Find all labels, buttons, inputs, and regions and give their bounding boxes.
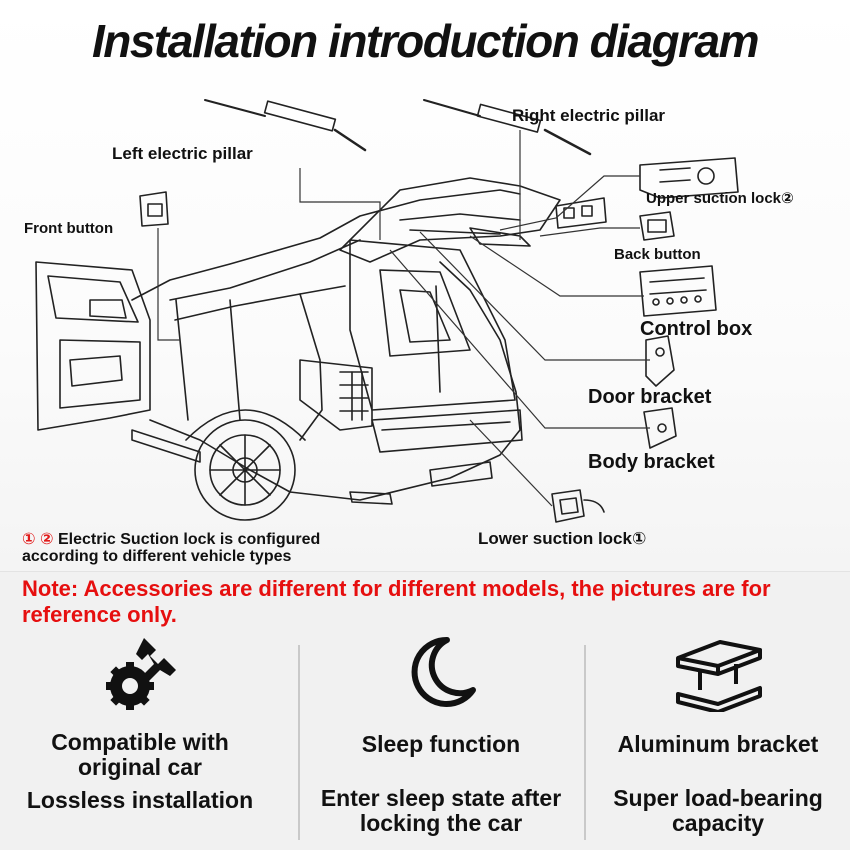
- control-box-part: [639, 265, 717, 317]
- moon-icon: [411, 636, 476, 707]
- config-note-line1: Electric Suction lock is configured: [58, 531, 321, 548]
- feature-compatible: Compatible with original car Lossless in…: [20, 632, 260, 842]
- door-bracket-part: [645, 335, 675, 387]
- feature-aluminum: Aluminum bracket Super load-bearing capa…: [590, 632, 846, 842]
- right-pillar-part: [423, 99, 592, 156]
- feature-compatible-title: Compatible with original car: [51, 729, 229, 780]
- left-pillar-part: [204, 99, 367, 152]
- reference-note: Note: Accessories are different for diff…: [22, 576, 771, 627]
- feature-sleep-desc: Enter sleep state after locking the car: [320, 785, 562, 836]
- feature-sleep: Sleep function Enter sleep state after l…: [310, 632, 572, 842]
- label-body-bracket: Body bracket: [588, 451, 715, 473]
- tailgate-drawing: [339, 177, 561, 263]
- label-control-box: Control box: [640, 318, 753, 340]
- upper-suction-lock-part: [639, 157, 739, 199]
- page-title: Installation introduction diagram: [91, 15, 760, 67]
- label-right-pillar: Right electric pillar: [512, 106, 666, 125]
- feature-divider: [584, 645, 586, 840]
- body-bracket-part: [643, 407, 677, 449]
- feature-aluminum-desc: Super load-bearing capacity: [613, 785, 823, 836]
- feature-sleep-title: Sleep function: [361, 731, 521, 757]
- suv-tailgate-diagram: [35, 99, 739, 523]
- open-door-drawing: [35, 261, 151, 431]
- lower-suction-lock-part: [551, 489, 605, 523]
- diagram-panel: [0, 0, 850, 572]
- config-note-marks: ① ②: [22, 531, 54, 548]
- label-left-pillar: Left electric pillar: [112, 144, 253, 163]
- label-door-bracket: Door bracket: [588, 386, 712, 408]
- config-note-line2: according to different vehicle types: [22, 548, 292, 565]
- label-upper-lock: Upper suction lock②: [646, 190, 794, 207]
- wrench-gear-icon: [106, 638, 176, 710]
- aluminum-beam-icon: [676, 640, 762, 712]
- feature-divider: [298, 645, 300, 840]
- front-button-part: [139, 191, 169, 227]
- label-front-button: Front button: [24, 220, 114, 237]
- label-lower-lock: Lower suction lock①: [478, 529, 647, 548]
- suv-body-drawing: [131, 189, 523, 521]
- back-button-part: [639, 211, 675, 241]
- feature-aluminum-title: Aluminum bracket: [617, 731, 819, 757]
- label-back-button: Back button: [614, 246, 701, 263]
- feature-compatible-desc: Lossless installation: [26, 787, 254, 813]
- config-note: ① ② Electric Suction lock is configured …: [22, 531, 320, 565]
- tailgate-lock-module: [555, 197, 607, 229]
